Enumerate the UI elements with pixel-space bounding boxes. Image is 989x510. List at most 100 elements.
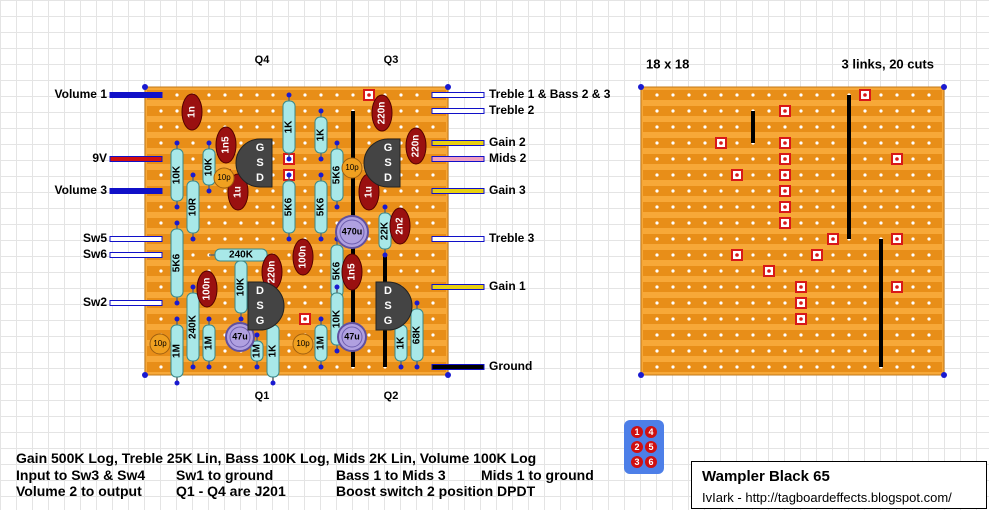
cut-hole: [767, 317, 771, 321]
layout-hole: [271, 221, 275, 225]
resistor-body: [282, 100, 296, 154]
cut-hole: [911, 301, 915, 305]
layout-hole: [431, 221, 435, 225]
cut-hole: [687, 205, 691, 209]
cut-hole: [735, 365, 739, 369]
layout-hole: [303, 109, 307, 113]
switch-pin: 5: [645, 441, 657, 453]
cut-hole: [687, 125, 691, 129]
cut-hole: [735, 157, 739, 161]
layout-hole: [191, 269, 195, 273]
cut-hole: [895, 125, 899, 129]
cut-strip: [643, 282, 942, 292]
cut-hole: [799, 205, 803, 209]
resistor-body: [170, 148, 184, 202]
film-capacitor: [292, 238, 314, 276]
resistor-body: [214, 248, 268, 262]
cut-hole: [719, 109, 723, 113]
layout-hole: [239, 141, 243, 145]
cut-hole: [719, 125, 723, 129]
cut-hole: [815, 173, 819, 177]
cut-hole: [911, 317, 915, 321]
connection-wire: [431, 156, 485, 162]
cut-hole: [735, 349, 739, 353]
cut-hole: [895, 269, 899, 273]
cut-hole: [703, 333, 707, 337]
capacitor-value: 100n: [202, 278, 213, 301]
cut-hole: [735, 109, 739, 113]
cut-hole: [671, 253, 675, 257]
cut-hole: [911, 125, 915, 129]
layout-hole: [271, 205, 275, 209]
cut-hole: [815, 141, 819, 145]
connection-wire: [109, 92, 163, 98]
track-cut-dot: [735, 173, 739, 177]
cut-hole: [799, 253, 803, 257]
cut-hole: [863, 109, 867, 113]
layout-hole: [415, 237, 419, 241]
cut-hole: [815, 269, 819, 273]
cut-hole: [799, 189, 803, 193]
jfet-pin-label: S: [384, 300, 391, 312]
cut-hole: [655, 189, 659, 193]
film-capacitor: [371, 94, 393, 132]
cut-hole: [783, 285, 787, 289]
layout-hole: [207, 205, 211, 209]
cut-hole: [895, 205, 899, 209]
cut-hole: [927, 285, 931, 289]
jfet-pin-label: G: [256, 142, 265, 154]
cut-hole: [767, 189, 771, 193]
note-bass: Bass 1 to Mids 3: [336, 467, 446, 483]
project-title: Wampler Black 65: [702, 468, 830, 485]
cut-hole: [847, 317, 851, 321]
layout-hole: [239, 365, 243, 369]
layout-strip: [147, 234, 446, 244]
layout-hole: [255, 93, 259, 97]
layout-hole: [223, 109, 227, 113]
solder-point: [318, 172, 324, 178]
cut-hole: [879, 157, 883, 161]
cut-hole: [735, 301, 739, 305]
cut-hole: [799, 125, 803, 129]
cut-hole: [703, 349, 707, 353]
cut-hole: [879, 125, 883, 129]
cut-hole: [799, 173, 803, 177]
layout-hole: [207, 109, 211, 113]
layout-hole: [239, 221, 243, 225]
cut-hole: [655, 365, 659, 369]
resistor-value: 5K6: [332, 261, 343, 280]
resistor-value: 1K: [396, 336, 407, 350]
cut-hole: [927, 301, 931, 305]
capacitor-value: 220n: [411, 135, 422, 158]
layout-hole: [223, 301, 227, 305]
layout-hole: [255, 205, 259, 209]
cut-hole: [895, 221, 899, 225]
right-wire-label: Treble 2: [489, 103, 535, 117]
q1-label: Q1: [255, 390, 270, 402]
layout-hole: [431, 125, 435, 129]
board-size-label: 18 x 18: [646, 56, 689, 71]
jfet-pin-label: D: [384, 285, 392, 297]
cut-hole: [719, 301, 723, 305]
resistor-value: 5K6: [172, 253, 183, 272]
cut-hole: [735, 205, 739, 209]
jfet-transistor: [363, 138, 401, 188]
cut-hole: [815, 317, 819, 321]
cut-hole: [671, 109, 675, 113]
cut-hole: [895, 93, 899, 97]
cut-hole: [863, 125, 867, 129]
cut-hole: [655, 141, 659, 145]
cut-hole: [767, 221, 771, 225]
layout-hole: [303, 285, 307, 289]
track-cut-dot: [895, 237, 899, 241]
cut-hole: [751, 93, 755, 97]
layout-hole: [399, 253, 403, 257]
right-wire-label: Ground: [489, 359, 532, 373]
cut-hole: [863, 173, 867, 177]
cut-hole: [719, 221, 723, 225]
layout-hole: [431, 317, 435, 321]
cut-hole: [751, 253, 755, 257]
cut-hole: [767, 173, 771, 177]
layout-hole: [303, 125, 307, 129]
cut-hole: [831, 349, 835, 353]
